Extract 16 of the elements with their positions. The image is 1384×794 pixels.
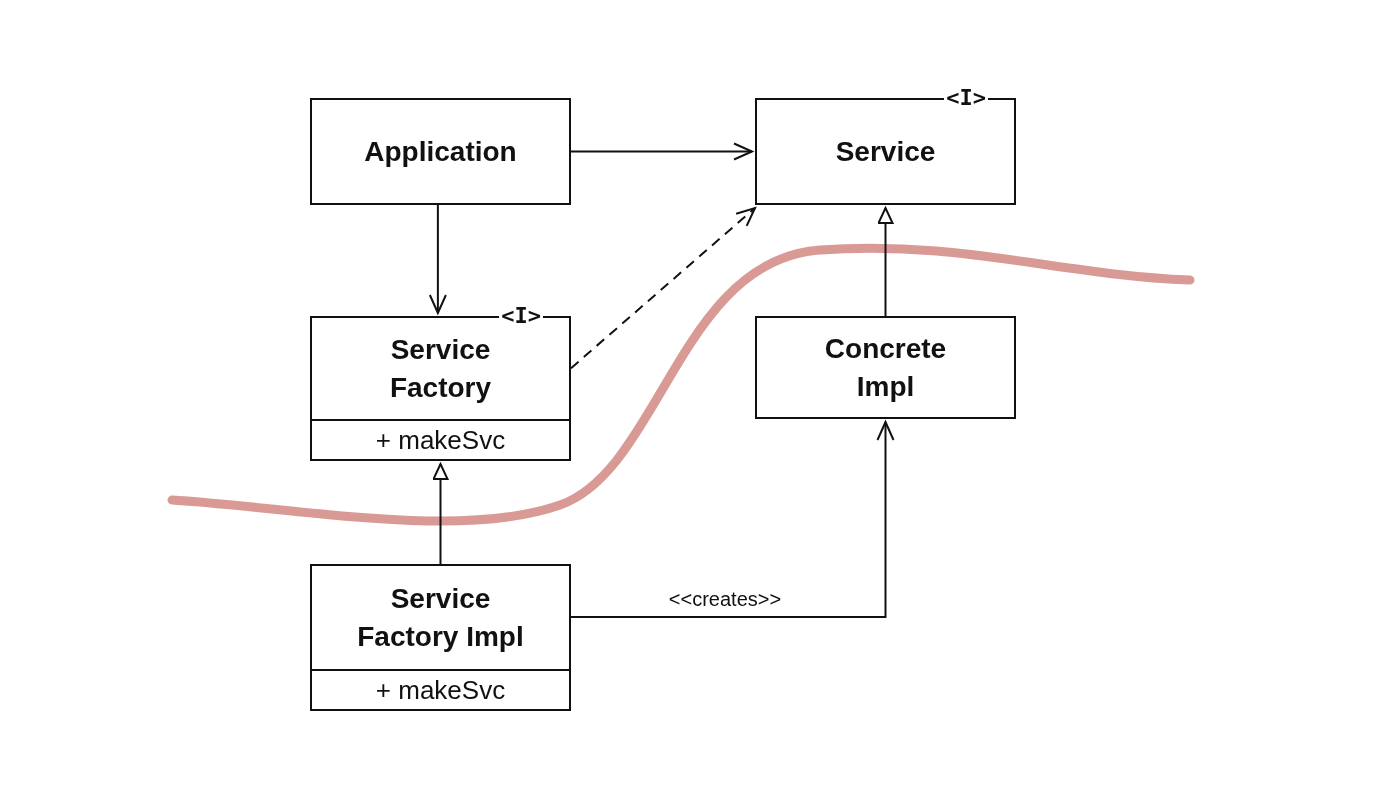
class-box xyxy=(310,98,571,205)
arrow xyxy=(877,207,894,317)
class-name: Service Factory Impl xyxy=(356,581,525,654)
method-text: + makeSvc xyxy=(312,669,569,709)
class-box xyxy=(755,316,1016,419)
arrow xyxy=(570,142,753,161)
class-name: Service Factory xyxy=(388,332,493,405)
method-text: + makeSvc xyxy=(312,419,569,459)
arrow xyxy=(570,421,895,618)
arrow xyxy=(432,463,449,565)
class-box xyxy=(310,564,571,711)
class-name: Concrete Impl xyxy=(823,331,948,404)
class-name: Application xyxy=(363,134,518,169)
arrow xyxy=(570,207,756,370)
arrow xyxy=(428,204,447,314)
class-name: Service xyxy=(834,134,937,169)
